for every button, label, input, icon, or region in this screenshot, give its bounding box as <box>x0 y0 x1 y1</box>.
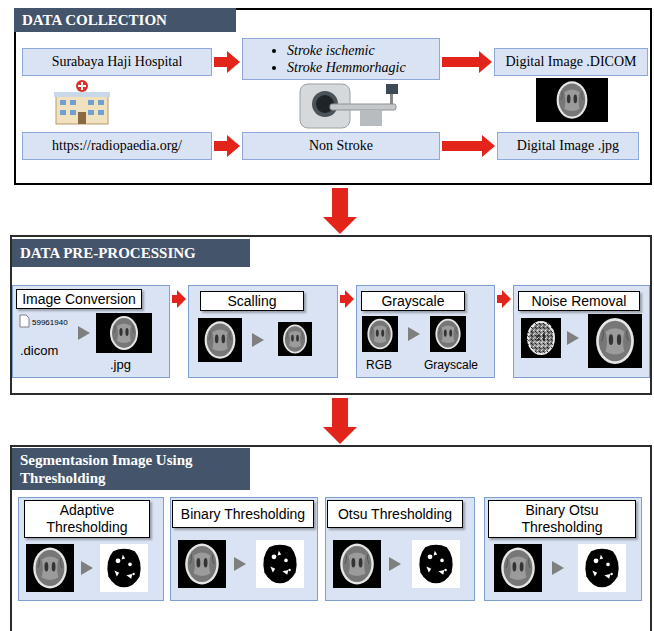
block-arrow <box>323 398 357 444</box>
panel-heading: Segmentasion Image Using Thresholding <box>12 448 250 490</box>
block-arrow <box>214 51 240 73</box>
method-title: Adaptive Thresholding <box>24 500 150 538</box>
box-label: https://radiopaedia.org/ <box>52 138 182 154</box>
output-box: Digital Image .DICOM <box>494 48 648 76</box>
step-title: Image Conversion <box>16 289 142 309</box>
noise-figure <box>521 314 642 368</box>
bullet-item: Stroke Hemmorhagic <box>287 59 406 76</box>
box-label: Digital Image .DICOM <box>505 54 636 70</box>
step-title: Noise Removal <box>518 291 640 311</box>
format-label: .jpg <box>110 357 131 372</box>
box-label: Digital Image .jpg <box>517 138 619 154</box>
section-panel: Segmentasion Image Using ThresholdingAda… <box>10 445 652 631</box>
binary-figure <box>178 540 304 588</box>
block-arrow <box>323 188 357 234</box>
class-box: Stroke ischemicStroke Hemmorhagic <box>242 38 440 80</box>
source-box: Surabaya Haji Hospital <box>22 48 212 76</box>
block-arrow <box>172 290 186 308</box>
block-arrow <box>340 290 354 308</box>
block-arrow <box>497 290 511 308</box>
method-title: Otsu Thresholding <box>327 500 463 528</box>
method-title: Binary Otsu Thresholding <box>488 500 636 538</box>
image-label: RGB <box>366 358 392 372</box>
adaptive-figure <box>26 544 148 592</box>
scaling-figure <box>198 318 312 362</box>
block-arrow <box>442 51 492 73</box>
box-label: Non Stroke <box>309 138 373 154</box>
source-box: https://radiopaedia.org/ <box>22 132 212 160</box>
image-label: Grayscale <box>424 358 478 372</box>
step-title: Scalling <box>200 291 304 311</box>
ct-scanner <box>300 84 398 128</box>
grayscale-figure <box>362 316 466 352</box>
panel-heading: DATA COLLECTION <box>14 8 236 32</box>
box-label: Surabaya Haji Hospital <box>52 54 183 70</box>
binary-otsu-figure <box>494 544 626 592</box>
block-arrow <box>442 135 495 157</box>
step-title: Grayscale <box>361 291 465 311</box>
otsu-figure <box>333 540 460 588</box>
block-arrow <box>214 135 240 157</box>
format-label: .dicom <box>20 343 58 358</box>
class-box: Non Stroke <box>242 132 440 160</box>
file-name: 59961940 <box>32 318 68 327</box>
ct-thumbnail <box>536 78 608 122</box>
conversion-figure <box>20 313 152 353</box>
bullet-item: Stroke ischemic <box>287 42 375 59</box>
output-box: Digital Image .jpg <box>497 132 639 160</box>
panel-heading: DATA PRE-PROCESSING <box>12 239 250 267</box>
hospital-icon <box>54 80 110 124</box>
method-title: Binary Thresholding <box>172 500 314 528</box>
